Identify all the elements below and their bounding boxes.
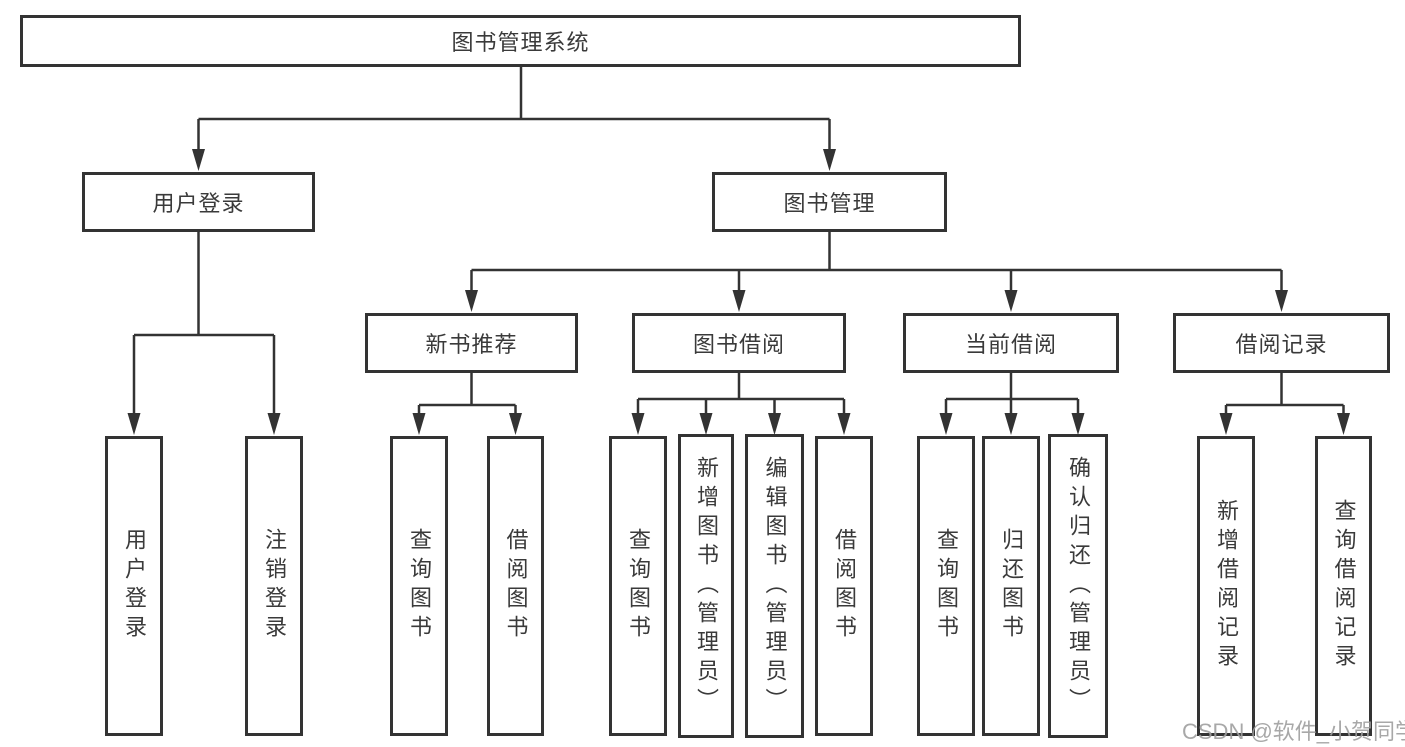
csdn-watermark: CSDN @软件_小贺同学 — [1182, 719, 1405, 744]
node-label: 用户登录 — [152, 191, 245, 216]
node-user-login: 用户登录 — [82, 172, 315, 232]
node-label: 借阅图书 — [832, 528, 857, 644]
leaf-query-borrow-record: 查询借阅记录 — [1315, 436, 1372, 736]
node-label: 借阅图书 — [503, 528, 529, 644]
node-label: 图书管理系统 — [451, 30, 590, 55]
node-label: 查询借阅记录 — [1331, 499, 1357, 673]
node-label: 图书借阅 — [692, 332, 785, 357]
leaf-user-login: 用户登录 — [105, 436, 163, 736]
node-label: 归还图书 — [999, 528, 1024, 644]
leaf-add-book-admin: 新增图书（管理员） — [678, 434, 734, 738]
node-borrow-records: 借阅记录 — [1173, 313, 1390, 373]
node-label: 新增借阅记录 — [1214, 499, 1239, 673]
node-label: 新增图书（管理员） — [694, 455, 719, 717]
node-current-borrow: 当前借阅 — [903, 313, 1119, 373]
leaf-add-borrow-record: 新增借阅记录 — [1197, 436, 1255, 736]
node-label: 图书管理 — [783, 191, 876, 216]
node-label: 查询图书 — [934, 528, 959, 644]
node-label: 注销登录 — [262, 528, 287, 644]
node-label: 查询图书 — [626, 528, 651, 644]
leaf-edit-book-admin: 编辑图书（管理员） — [745, 434, 804, 738]
node-label: 用户登录 — [122, 528, 147, 644]
node-label: 借阅记录 — [1235, 332, 1328, 357]
node-label: 编辑图书（管理员） — [762, 455, 788, 717]
arrowhead-icons — [127, 149, 1350, 435]
node-label: 新书推荐 — [425, 332, 518, 357]
node-new-book-recommend: 新书推荐 — [365, 313, 578, 373]
leaf-confirm-return-admin: 确认归还（管理员） — [1048, 434, 1108, 738]
leaf-query-books-borrow: 查询图书 — [609, 436, 667, 736]
node-label: 当前借阅 — [964, 332, 1057, 357]
leaf-logout: 注销登录 — [245, 436, 303, 736]
leaf-return-books: 归还图书 — [982, 436, 1040, 736]
node-library-management-system: 图书管理系统 — [20, 15, 1021, 67]
node-book-borrow: 图书借阅 — [632, 313, 846, 373]
leaf-borrow-books: 借阅图书 — [815, 436, 873, 736]
leaf-query-books-recommend: 查询图书 — [390, 436, 448, 736]
node-label: 查询图书 — [407, 528, 432, 644]
node-book-management: 图书管理 — [712, 172, 947, 232]
leaf-query-books-current: 查询图书 — [917, 436, 975, 736]
node-label: 确认归还（管理员） — [1066, 455, 1091, 717]
leaf-borrow-books-recommend: 借阅图书 — [487, 436, 544, 736]
